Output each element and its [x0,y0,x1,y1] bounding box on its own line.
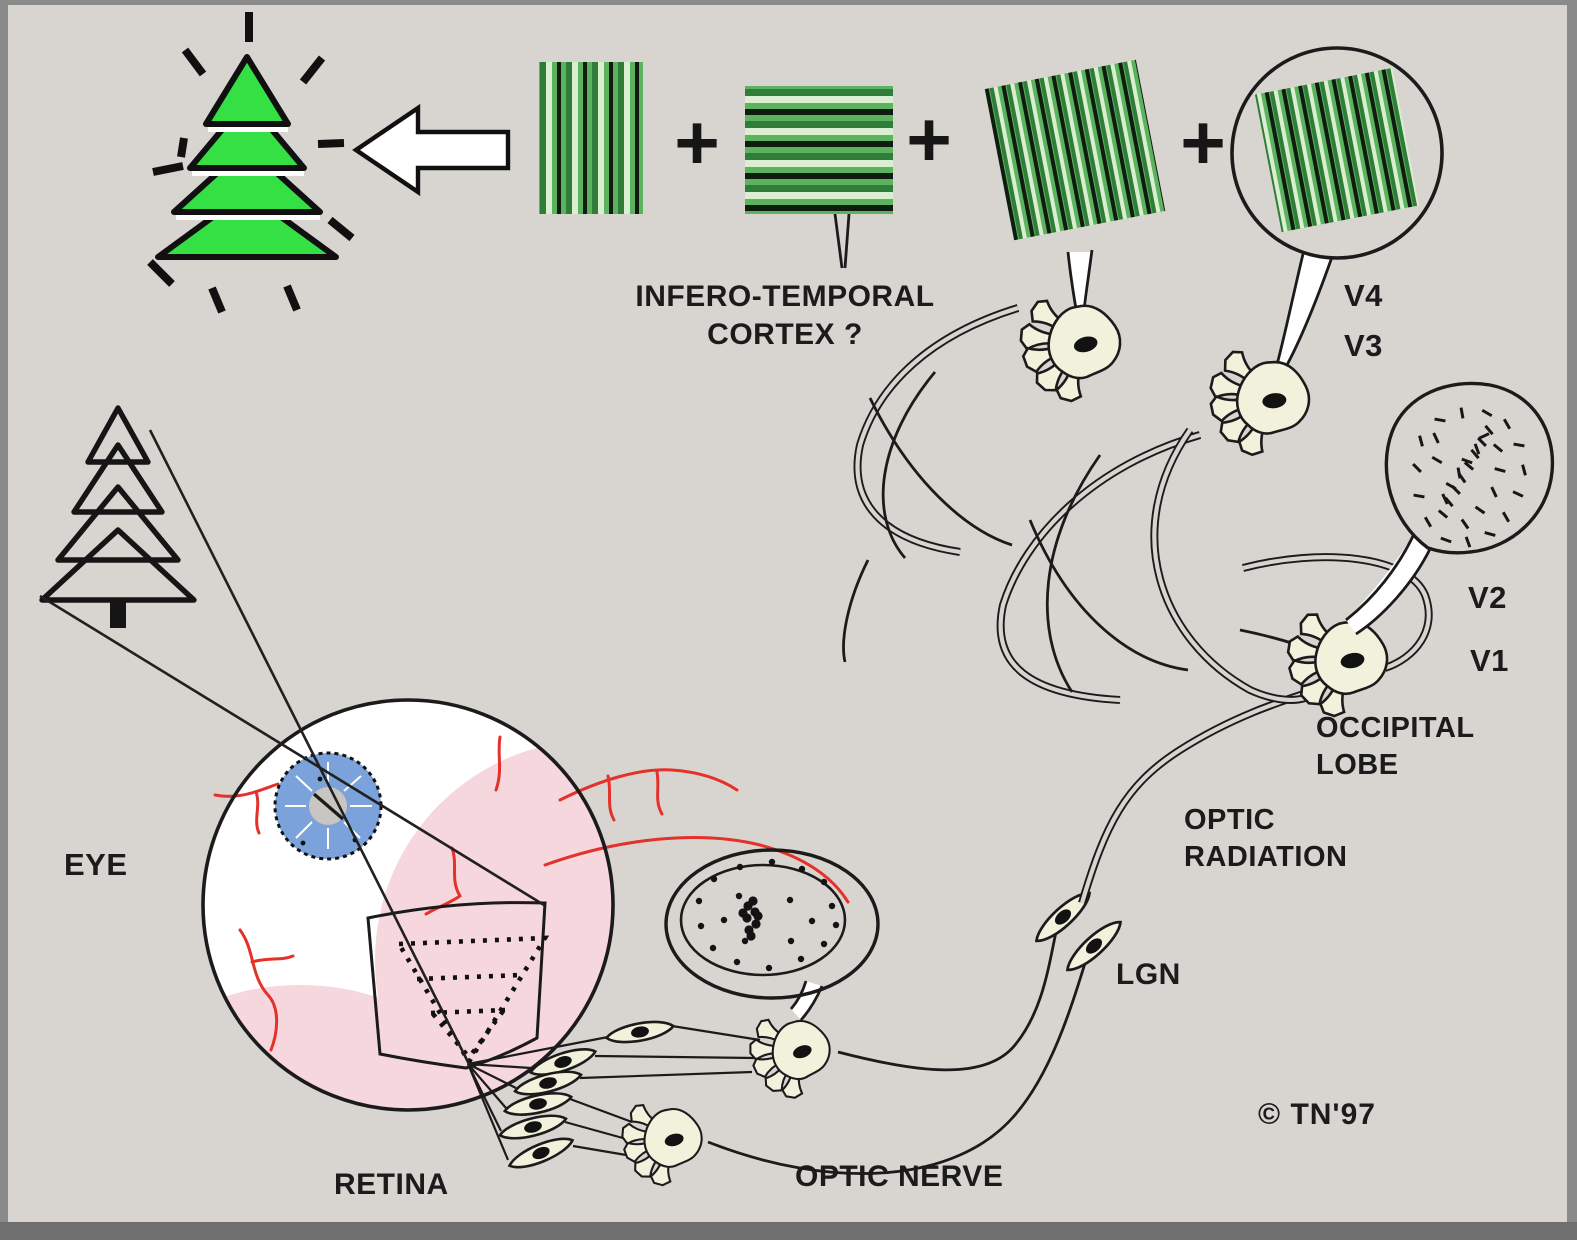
copyright-label: © TN'97 [1258,1098,1376,1131]
iris-icon [273,751,383,861]
v4-v3-neuron [1201,345,1315,464]
v2-label: V2 [1468,580,1507,615]
plus-sign-1: + [674,97,720,186]
frame-left [0,0,8,1240]
stimulus-tree-icon [39,405,197,628]
lgn-label: LGN [1116,958,1181,991]
grating-circled [1230,46,1444,260]
left-arrow-icon [352,103,511,197]
eye-globe [201,698,850,1112]
grating-horizontal [745,86,893,214]
grating-vertical [539,62,643,214]
it-cortex-neuron [1020,297,1120,403]
grating-tilted [984,59,1166,241]
v4-label: V4 [1344,278,1383,313]
frame-right [1567,0,1577,1240]
frame-top [0,0,1577,5]
cortical-axon-bundles [842,304,1433,704]
lgn-cells [1029,885,1128,978]
v1-neuron [1283,609,1390,722]
plus-sign-3: + [1180,97,1226,186]
ganglion-receptive-field-balloon [664,848,880,1021]
infero-temporal-cortex-label: INFERO-TEMPORAL CORTEX ? [635,280,935,352]
optic-nerve-axons [707,931,1088,1175]
optic-nerve-label: OPTIC NERVE [795,1160,1004,1193]
perceived-tree-icon [155,54,339,260]
retina-fan-lines [466,1024,761,1161]
eye-label: EYE [64,847,128,882]
v1-response-balloon [1345,381,1555,636]
grating-connectors [833,213,1334,375]
occipital-lobe-label: OCCIPITAL LOBE [1316,712,1475,782]
v3-label: V3 [1344,328,1383,363]
v1-label: V1 [1470,643,1509,678]
projection-lines [39,429,545,1067]
tree-shine-rays [147,12,355,314]
plus-sign-2: + [906,94,952,183]
retina-label: RETINA [334,1168,449,1201]
eye-outline [201,698,615,1112]
optic-radiation-label: OPTIC RADIATION [1184,804,1348,874]
frame-bottom [0,1222,1577,1240]
